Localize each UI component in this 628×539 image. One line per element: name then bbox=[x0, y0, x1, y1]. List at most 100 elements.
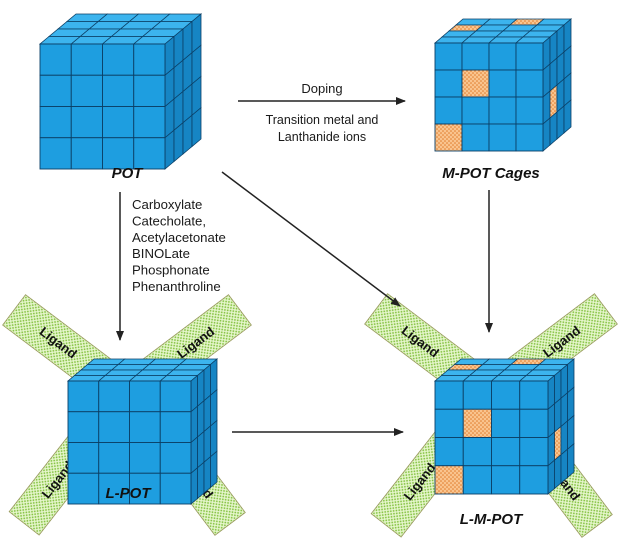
cube-cell bbox=[203, 455, 211, 494]
lpot-cube bbox=[66, 358, 219, 505]
cube-cell bbox=[542, 117, 551, 152]
cube-cell bbox=[210, 450, 218, 489]
pot-cube bbox=[38, 13, 203, 170]
cube-cell bbox=[70, 74, 103, 107]
cube-cell bbox=[462, 408, 492, 438]
cube-cell bbox=[549, 111, 558, 146]
cube-cell bbox=[462, 380, 492, 410]
cube-cell bbox=[547, 459, 555, 495]
cube-cell bbox=[197, 399, 205, 438]
cube-cell bbox=[491, 437, 521, 467]
cube-cell bbox=[203, 394, 211, 433]
cube-cell bbox=[434, 42, 463, 71]
cube-cell bbox=[102, 106, 135, 139]
mpot-cube bbox=[433, 18, 573, 152]
cube-cell bbox=[98, 380, 130, 413]
cube-cell bbox=[515, 123, 544, 152]
cube-cell bbox=[39, 137, 72, 170]
lpot-label: L-POT bbox=[106, 485, 153, 502]
cube-cell bbox=[39, 43, 72, 76]
cube-cell bbox=[210, 419, 218, 458]
cube-cell bbox=[434, 465, 464, 495]
cube-cell bbox=[491, 380, 521, 410]
cube-cell bbox=[70, 137, 103, 170]
cube-cell bbox=[190, 436, 198, 475]
cube-cell bbox=[515, 96, 544, 125]
cube-cell bbox=[462, 465, 492, 495]
cube-cell bbox=[488, 42, 517, 71]
cube-cell bbox=[519, 408, 549, 438]
cube-cell bbox=[190, 374, 198, 413]
cube-cell bbox=[515, 69, 544, 98]
cube-cell bbox=[67, 472, 100, 505]
cube-cell bbox=[133, 137, 166, 170]
cube-cell bbox=[515, 42, 544, 71]
cube-cell bbox=[159, 442, 192, 474]
cube-cell bbox=[67, 380, 100, 413]
ligand-type-item: Acetylacetonate bbox=[132, 230, 226, 245]
cube-cell bbox=[70, 43, 103, 76]
cube-cell bbox=[434, 69, 463, 98]
cube-cell bbox=[567, 442, 575, 479]
cube-cell bbox=[554, 453, 562, 490]
cube-cell bbox=[434, 437, 464, 467]
cube-cell bbox=[191, 106, 202, 148]
cube-cell bbox=[488, 69, 517, 98]
cube-cell bbox=[39, 106, 72, 139]
cube-cell bbox=[133, 43, 166, 76]
cube-cell bbox=[461, 69, 490, 98]
ligand-type-list: CarboxylateCatecholate,AcetylacetonateBI… bbox=[132, 197, 226, 294]
cube-cell bbox=[210, 388, 218, 427]
cube-cell bbox=[519, 380, 549, 410]
ligand-type-item: Phosphonate bbox=[132, 263, 210, 278]
cube-cell bbox=[203, 363, 211, 402]
doping-line1: Transition metal and bbox=[266, 113, 379, 127]
cube-cell bbox=[133, 106, 166, 139]
cube-cell bbox=[133, 74, 166, 107]
lmpot-cube bbox=[433, 358, 576, 495]
cube-cell bbox=[129, 442, 161, 474]
cube-cell bbox=[129, 411, 161, 443]
doping-line2: Lanthanide ions bbox=[278, 130, 366, 144]
ligand-type-item: Phenanthroline bbox=[132, 279, 221, 294]
cube-cell bbox=[461, 42, 490, 71]
cube-cell bbox=[210, 358, 218, 397]
diagonal-arrow bbox=[221, 171, 401, 307]
cube-cell bbox=[434, 408, 464, 438]
cube-cell bbox=[67, 411, 100, 443]
cube-cell bbox=[434, 123, 463, 152]
cube-cell bbox=[462, 437, 492, 467]
cube-cell bbox=[70, 106, 103, 139]
cube-cell bbox=[102, 43, 135, 76]
cube-cell bbox=[102, 74, 135, 107]
cube-cell bbox=[560, 448, 568, 484]
cube-cell bbox=[203, 425, 211, 464]
cube-cell bbox=[461, 123, 490, 152]
cube-cell bbox=[197, 430, 205, 469]
cube-cell bbox=[190, 466, 198, 505]
pot-label: POT bbox=[112, 165, 145, 182]
cube-cell bbox=[434, 380, 464, 410]
cube-cell bbox=[159, 411, 192, 443]
cube-cell bbox=[129, 472, 161, 505]
cube-cell bbox=[98, 411, 130, 443]
cube-cell bbox=[67, 442, 100, 474]
cube-cell bbox=[556, 105, 565, 140]
cube-cell bbox=[519, 465, 549, 495]
mpot-label: M-POT Cages bbox=[442, 165, 540, 182]
cube-cell bbox=[488, 96, 517, 125]
cube-cell bbox=[491, 465, 521, 495]
cube-cell bbox=[488, 123, 517, 152]
cube-cell bbox=[491, 408, 521, 438]
cube-cell bbox=[159, 472, 192, 505]
cube-cell bbox=[461, 96, 490, 125]
doping-title: Doping bbox=[301, 81, 342, 96]
ligand-type-item: Carboxylate bbox=[132, 197, 202, 212]
cube-cell bbox=[563, 99, 572, 134]
cube-cell bbox=[197, 461, 205, 500]
cube-cell bbox=[190, 405, 198, 444]
ligand-type-item: BINOLate bbox=[132, 246, 190, 261]
cube-cell bbox=[98, 442, 130, 474]
cube-cell bbox=[98, 472, 130, 505]
